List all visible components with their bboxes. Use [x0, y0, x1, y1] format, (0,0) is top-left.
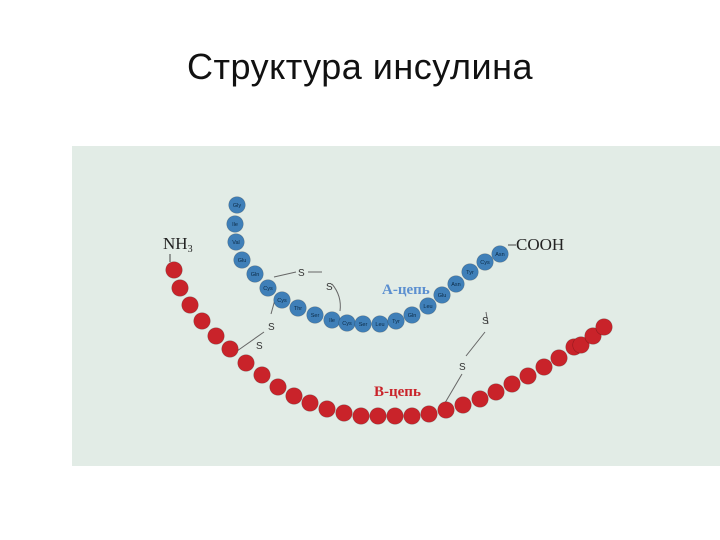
bridge-a7-b7-bottom: [236, 331, 265, 352]
chain-b-residue-16: [386, 407, 404, 425]
chain-b-residue-25: [535, 358, 553, 376]
slide-title: Структура инсулина: [186, 46, 533, 87]
chain-b-residue-29: [584, 327, 602, 345]
chain-a-residue-8: [289, 299, 307, 317]
chain-b-residue-13: [335, 404, 353, 422]
chain-a-residue-label-20: Cys: [480, 260, 490, 266]
sulfur-atom-5: S: [482, 316, 489, 327]
cooh-label: COOH: [516, 235, 564, 254]
chain-b-residue-14: [352, 407, 370, 425]
chain-b-residue-18: [420, 405, 438, 423]
chain-a-residue-label-16: Leu: [423, 304, 432, 310]
chain-b-residue-22: [487, 383, 505, 401]
chain-b-residue-19: [437, 401, 455, 419]
chain-b: [165, 261, 613, 425]
chain-a-residue-label-12: Ser: [359, 322, 368, 328]
chain-b-residue-4: [193, 312, 211, 330]
chain-a-residue-17: [433, 286, 451, 304]
chain-a-residue-18: [447, 275, 465, 293]
chain-a-residue-6: [259, 279, 277, 297]
chain-b-residue-23: [503, 375, 521, 393]
chain-a-residue-19: [461, 263, 479, 281]
bridge-a20-b19-top: [485, 311, 489, 325]
chain-a-residue-label-11: Cys: [342, 321, 352, 327]
chain-b-residue-9: [269, 378, 287, 396]
chain-a-residue-label-3: Val: [232, 240, 240, 246]
chain-b-residue-1: [165, 261, 183, 279]
chain-a-residue-7: [273, 291, 291, 309]
chain-b-residue-15: [369, 407, 387, 425]
sulfur-atom-6: S: [459, 362, 466, 373]
chain-a-label: А-цепь: [382, 282, 430, 298]
bridge-a6-a11-left: [273, 271, 297, 278]
bridge-a20-b19-mid: [465, 331, 486, 357]
chain-b-residue-26: [550, 349, 568, 367]
chain-b-residue-2: [171, 279, 189, 297]
chain-a-residue-14: [387, 312, 405, 330]
chain-b-residue-10: [285, 387, 303, 405]
chain-a-residue-2: [226, 215, 244, 233]
chain-b-residue-3: [181, 296, 199, 314]
chain-a-residue-label-19: Tyr: [466, 270, 474, 276]
chain-b-residue-17: [403, 407, 421, 425]
chain-b-residue-12: [318, 400, 336, 418]
chain-b-residue-11: [301, 394, 319, 412]
chain-a-residue-9: [306, 306, 324, 324]
chain-b-residue-5: [207, 327, 225, 345]
sulfur-atom-2: S: [326, 282, 333, 293]
chain-b-residue-28: [572, 336, 590, 354]
chain-a-residue-21: [491, 245, 509, 263]
chain-a-residue-4: [233, 251, 251, 269]
chain-b-residue-7: [237, 354, 255, 372]
chain-a-residue-label-9: Ser: [311, 313, 320, 319]
chain-a-residue-1: [228, 196, 246, 214]
chain-a-residue-20: [476, 253, 494, 271]
chain-b-label: В-цепь: [374, 384, 421, 400]
chain-a-residue-label-18: Asn: [451, 282, 460, 288]
chain-b-residue-21: [471, 390, 489, 408]
sulfur-atom-3: S: [268, 322, 275, 333]
chain-a-residue-3: [227, 233, 245, 251]
sulfur-atom-4: S: [256, 341, 263, 352]
chain-b-residue-30: [595, 318, 613, 336]
sulfur-atom-1: S: [298, 268, 305, 279]
chain-a-residue-label-1: Gly: [233, 203, 242, 209]
chain-a-residue-15: [403, 306, 421, 324]
chain-a-residue-label-14: Tyr: [392, 319, 400, 325]
bridge-a6-a11-curve: [331, 283, 341, 312]
chain-a-residue-label-5: Gln: [251, 272, 260, 278]
chain-b-residue-6: [221, 340, 239, 358]
chain-a-residue-12: [354, 315, 372, 333]
chain-a-residue-label-2: Ile: [232, 222, 238, 228]
chain-b-residue-24: [519, 367, 537, 385]
chain-a-residue-label-21: Asn: [495, 252, 504, 258]
chain-a-residue-label-10: Ile: [329, 318, 335, 324]
chain-b-residue-20: [454, 396, 472, 414]
chain-a-residue-5: [246, 265, 264, 283]
chain-a-residue-label-15: Gln: [408, 313, 417, 319]
chain-a-residue-label-17: Glu: [438, 293, 447, 299]
chain-a-residue-label-7: Cys: [277, 298, 287, 304]
chain-a-residue-16: [419, 297, 437, 315]
chain-b-residue-8: [253, 366, 271, 384]
nh3-label: NH3: [163, 234, 193, 255]
chain-a-residue-label-4: Glu: [238, 258, 247, 264]
chain-a-residue-label-6: Cys: [263, 286, 273, 292]
chain-a-residue-label-13: Leu: [375, 322, 384, 328]
chain-a-residue-label-8: Thr: [294, 306, 302, 312]
